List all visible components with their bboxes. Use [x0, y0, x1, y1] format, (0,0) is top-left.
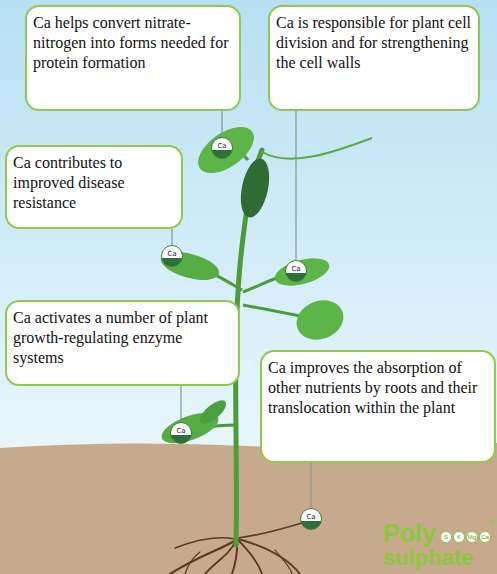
root [238, 522, 305, 538]
callout-text: Ca improves the absorption of other nutr… [268, 358, 488, 418]
root [185, 552, 200, 574]
calcium-marker: Ca [211, 137, 233, 159]
marker-text: Ca [286, 265, 306, 273]
leader-line [221, 111, 222, 137]
calcium-marker: Ca [161, 245, 183, 267]
leader-line [310, 463, 311, 508]
callout-text: Ca activates a number of plant growth-re… [13, 308, 232, 368]
calcium-marker: Ca [285, 260, 307, 282]
marker-text: Ca [301, 513, 321, 521]
sky [0, 0, 497, 460]
leader-line [295, 111, 296, 260]
root [170, 540, 236, 574]
root [205, 540, 236, 574]
leaf [236, 156, 274, 220]
callout-box: Ca contributes to improved disease resis… [5, 145, 183, 229]
callout-box: Ca activates a number of plant growth-re… [5, 300, 240, 386]
logo-element: Mg [466, 531, 478, 543]
registered-mark: ® [489, 518, 496, 529]
logo-element: K [453, 531, 465, 543]
callout-box: Ca helps convert nitrate-nitrogen into f… [25, 5, 241, 111]
root [275, 550, 292, 574]
callout-text: Ca contributes to improved disease resis… [13, 153, 175, 213]
logo-element: Ca [479, 531, 491, 543]
marker-text: Ca [162, 250, 182, 258]
marker-text: Ca [212, 142, 232, 150]
leaf [196, 396, 230, 427]
leader-line [180, 386, 181, 422]
callout-box: Ca improves the absorption of other nutr… [260, 350, 496, 463]
calcium-marker: Ca [300, 508, 322, 530]
leaf [291, 294, 349, 346]
callout-box: Ca is responsible for plant cell divisio… [268, 5, 480, 111]
root [175, 538, 235, 548]
calcium-marker: Ca [170, 422, 192, 444]
callout-text: Ca is responsible for plant cell divisio… [276, 13, 472, 73]
marker-text: Ca [171, 427, 191, 435]
callout-text: Ca helps convert nitrate-nitrogen into f… [33, 13, 233, 73]
logo-word: sulphate [383, 546, 473, 570]
leader-line [171, 229, 172, 245]
tendril [262, 138, 372, 159]
root [238, 539, 300, 574]
leaf [272, 253, 332, 291]
logo-element: S [440, 531, 452, 543]
logo-word: Poly [383, 520, 436, 547]
